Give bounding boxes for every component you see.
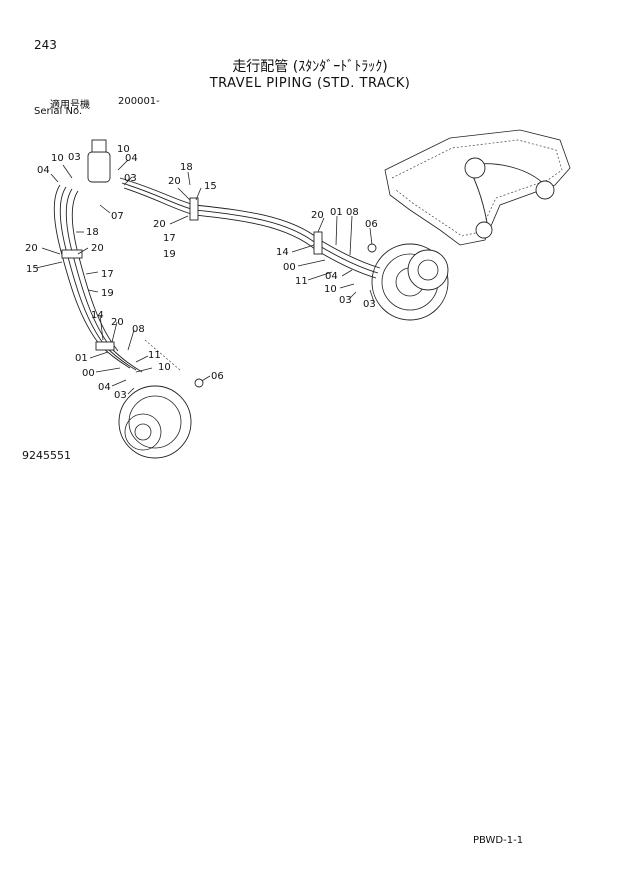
callout-20: 20 bbox=[153, 219, 166, 230]
callout-10: 10 bbox=[51, 153, 64, 164]
callout-18: 18 bbox=[180, 162, 193, 173]
hose-clamps bbox=[61, 197, 323, 351]
callout-06: 06 bbox=[211, 371, 224, 382]
footer-code: PBWD-1-1 bbox=[473, 835, 524, 846]
drawing-number: 9245551 bbox=[22, 449, 71, 462]
callout-03: 03 bbox=[363, 299, 376, 310]
callout-15: 15 bbox=[204, 181, 217, 192]
callout-08: 08 bbox=[132, 324, 145, 335]
callout-07: 07 bbox=[111, 211, 124, 222]
callout-14: 14 bbox=[276, 247, 289, 258]
callout-00: 00 bbox=[82, 368, 95, 379]
travel-motor-right bbox=[371, 243, 449, 321]
callout-06: 06 bbox=[365, 219, 378, 230]
callout-15: 15 bbox=[26, 264, 39, 275]
callout-04: 04 bbox=[98, 382, 111, 393]
callout-18: 18 bbox=[86, 227, 99, 238]
callout-00: 00 bbox=[283, 262, 296, 273]
callout-17: 17 bbox=[163, 233, 176, 244]
callout-20: 20 bbox=[311, 210, 324, 221]
hose-bundles bbox=[53, 177, 381, 373]
callout-11: 11 bbox=[148, 350, 161, 361]
callout-20: 20 bbox=[111, 317, 124, 328]
page-number: 243 bbox=[34, 38, 57, 52]
serial-label-japanese: 適用号機 bbox=[50, 100, 90, 111]
callout-03: 03 bbox=[68, 152, 81, 163]
callout-03: 03 bbox=[114, 390, 127, 401]
callout-04: 04 bbox=[125, 153, 138, 164]
title-english: TRAVEL PIPING (STD. TRACK) bbox=[209, 76, 411, 91]
serial-number-range: 200001- bbox=[118, 96, 160, 107]
callout-10: 10 bbox=[324, 284, 337, 295]
title-japanese: 走行配管 (ｽﾀﾝﾀﾞｰﾄﾞﾄﾗｯｸ) bbox=[232, 59, 388, 75]
callout-19: 19 bbox=[163, 249, 176, 260]
callout-10: 10 bbox=[158, 362, 171, 373]
callout-04: 04 bbox=[325, 271, 338, 282]
callout-04: 04 bbox=[37, 165, 50, 176]
track-frame-drawing bbox=[384, 129, 571, 246]
center-joint bbox=[87, 139, 111, 183]
callout-20: 20 bbox=[168, 176, 181, 187]
callout-19: 19 bbox=[101, 288, 114, 299]
leader-lines bbox=[35, 159, 377, 395]
serial-label-english: Serial No. bbox=[34, 106, 83, 117]
callout-labels: 10 03 04 10 04 03 07 18 20 15 20 17 19 1… bbox=[25, 144, 378, 401]
travel-motor-left bbox=[118, 385, 192, 459]
callout-17: 17 bbox=[101, 269, 114, 280]
callout-11: 11 bbox=[295, 276, 308, 287]
callout-01: 01 bbox=[330, 207, 343, 218]
callout-03: 03 bbox=[124, 173, 137, 184]
callout-14: 14 bbox=[91, 310, 104, 321]
callout-03: 03 bbox=[339, 295, 352, 306]
callout-01: 01 bbox=[75, 353, 88, 364]
callout-20: 20 bbox=[91, 243, 104, 254]
callout-10: 10 bbox=[117, 144, 130, 155]
callout-08: 08 bbox=[346, 207, 359, 218]
callout-20: 20 bbox=[25, 243, 38, 254]
